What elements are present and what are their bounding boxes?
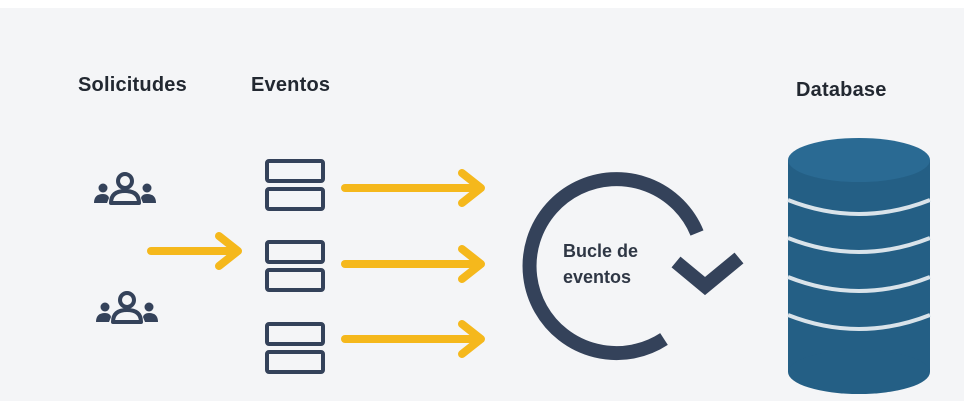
event-box-icon [265, 240, 325, 292]
event-box-icon [265, 322, 325, 374]
events-heading: Eventos [251, 74, 331, 96]
event-box-icon [265, 159, 325, 211]
database-icon [787, 138, 931, 394]
arrow-right-icon [341, 169, 485, 207]
arrow-right-icon [341, 245, 485, 283]
top-border [0, 0, 964, 8]
users-group-icon [94, 291, 160, 324]
database-heading: Database [796, 79, 887, 101]
users-group-icon [92, 172, 158, 205]
event-loop-label: Bucle de eventos [563, 238, 638, 290]
arrow-right-icon [147, 232, 242, 270]
event-loop-label-line1: Bucle de [563, 241, 639, 261]
arrow-right-icon [341, 320, 485, 358]
loop-arrow-icon [522, 172, 744, 361]
event-loop-label-line2: eventos [563, 267, 632, 287]
requests-heading: Solicitudes [78, 74, 187, 96]
